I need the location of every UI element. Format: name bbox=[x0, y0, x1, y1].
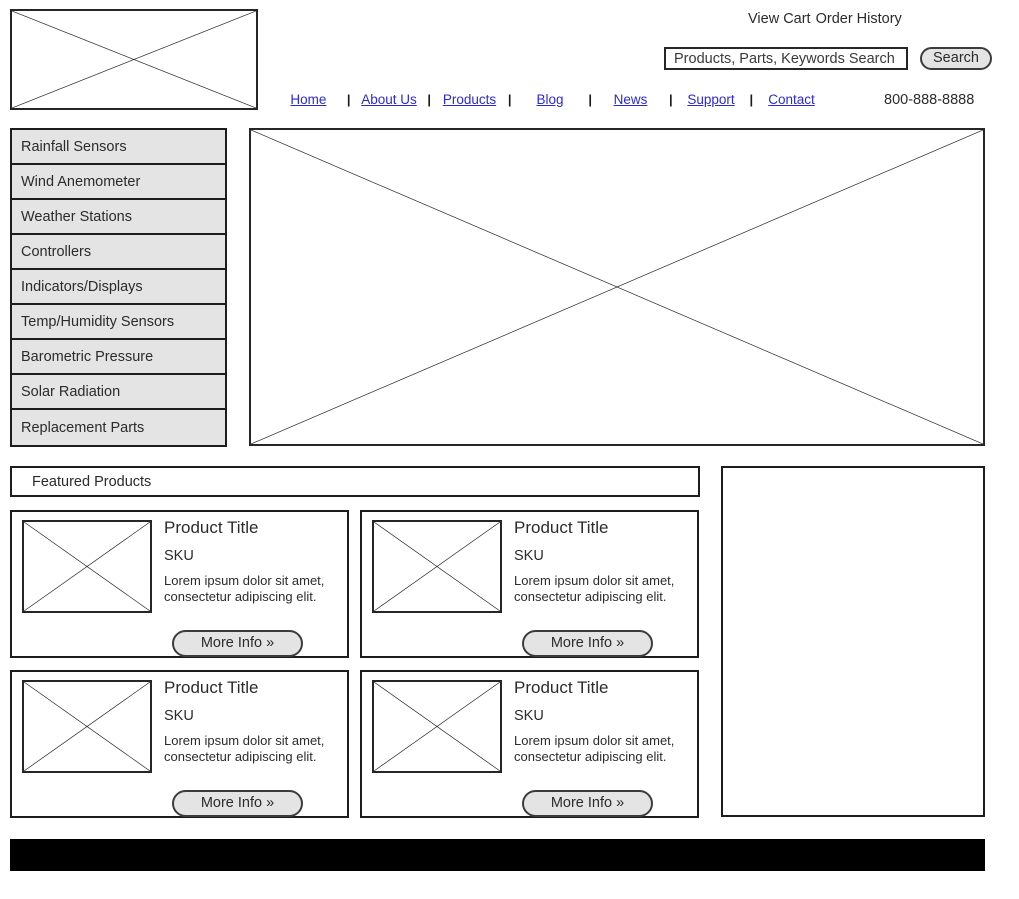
nav-item-about-us[interactable]: About Us bbox=[361, 92, 417, 107]
main-navigation: Home | About Us | Products | Blog | News… bbox=[270, 92, 830, 107]
more-info-button[interactable]: More Info » bbox=[172, 630, 303, 657]
search-area: Search bbox=[664, 47, 992, 70]
nav-cell: Home bbox=[270, 92, 347, 107]
placeholder-cross-icon bbox=[374, 522, 500, 611]
product-sku: SKU bbox=[164, 548, 194, 565]
placeholder-cross-icon bbox=[12, 11, 256, 108]
product-title: Product Title bbox=[164, 678, 259, 697]
product-title: Product Title bbox=[514, 518, 609, 537]
nav-cell: Contact bbox=[753, 92, 830, 107]
product-sku: SKU bbox=[514, 548, 544, 565]
nav-separator: | bbox=[507, 92, 512, 107]
product-image-placeholder[interactable] bbox=[372, 680, 502, 773]
search-input[interactable] bbox=[664, 47, 908, 70]
nav-item-contact[interactable]: Contact bbox=[768, 92, 815, 107]
product-description: Lorem ipsum dolor sit amet, consectetur … bbox=[514, 573, 675, 604]
product-card[interactable]: Product Title SKU Lorem ipsum dolor sit … bbox=[360, 670, 699, 818]
placeholder-cross-icon bbox=[251, 130, 983, 444]
search-button[interactable]: Search bbox=[920, 47, 992, 70]
more-info-button[interactable]: More Info » bbox=[522, 630, 653, 657]
nav-item-home[interactable]: Home bbox=[290, 92, 327, 107]
sidebar-item-replacement-parts[interactable]: Replacement Parts bbox=[12, 410, 225, 445]
nav-separator: | bbox=[588, 92, 593, 107]
more-info-button[interactable]: More Info » bbox=[172, 790, 303, 817]
nav-cell: Blog bbox=[512, 92, 589, 107]
nav-separator: | bbox=[427, 92, 432, 107]
placeholder-cross-icon bbox=[24, 522, 150, 611]
product-sku: SKU bbox=[514, 708, 544, 725]
nav-separator: | bbox=[668, 92, 673, 107]
nav-separator: | bbox=[749, 92, 754, 107]
nav-item-products[interactable]: Products bbox=[442, 92, 497, 107]
product-title: Product Title bbox=[514, 678, 609, 697]
sidebar-item-solar-radiation[interactable]: Solar Radiation bbox=[12, 375, 225, 410]
nav-cell: Products bbox=[431, 92, 508, 107]
logo-placeholder[interactable] bbox=[10, 9, 258, 110]
product-description: Lorem ipsum dolor sit amet, consectetur … bbox=[164, 573, 325, 604]
product-sku: SKU bbox=[164, 708, 194, 725]
order-history-link[interactable]: Order History bbox=[815, 11, 902, 27]
product-info: Product Title SKU Lorem ipsum dolor sit … bbox=[514, 678, 689, 765]
product-image-placeholder[interactable] bbox=[22, 520, 152, 613]
sidebar-item-rainfall-sensors[interactable]: Rainfall Sensors bbox=[12, 130, 225, 165]
nav-item-news[interactable]: News bbox=[613, 92, 648, 107]
view-cart-link[interactable]: View Cart bbox=[748, 11, 811, 27]
product-image-placeholder[interactable] bbox=[22, 680, 152, 773]
placeholder-cross-icon bbox=[24, 682, 150, 771]
sidebar-item-indicators-displays[interactable]: Indicators/Displays bbox=[12, 270, 225, 305]
product-info: Product Title SKU Lorem ipsum dolor sit … bbox=[164, 678, 339, 765]
sidebar-item-wind-anemometer[interactable]: Wind Anemometer bbox=[12, 165, 225, 200]
hero-banner-placeholder[interactable] bbox=[249, 128, 985, 446]
product-info: Product Title SKU Lorem ipsum dolor sit … bbox=[164, 518, 339, 605]
nav-separator: | bbox=[346, 92, 351, 107]
featured-products-heading: Featured Products bbox=[10, 466, 700, 497]
sidebar-item-barometric-pressure[interactable]: Barometric Pressure bbox=[12, 340, 225, 375]
nav-item-support[interactable]: Support bbox=[687, 92, 735, 107]
product-card[interactable]: Product Title SKU Lorem ipsum dolor sit … bbox=[10, 670, 349, 818]
footer-bar bbox=[10, 839, 985, 871]
product-description: Lorem ipsum dolor sit amet, consectetur … bbox=[164, 733, 325, 764]
sidebar-item-temp-humidity-sensors[interactable]: Temp/Humidity Sensors bbox=[12, 305, 225, 340]
sidebar-item-weather-stations[interactable]: Weather Stations bbox=[12, 200, 225, 235]
category-sidebar: Rainfall Sensors Wind Anemometer Weather… bbox=[10, 128, 227, 447]
product-card[interactable]: Product Title SKU Lorem ipsum dolor sit … bbox=[360, 510, 699, 658]
promo-panel[interactable] bbox=[721, 466, 985, 817]
product-title: Product Title bbox=[164, 518, 259, 537]
product-info: Product Title SKU Lorem ipsum dolor sit … bbox=[514, 518, 689, 605]
product-card[interactable]: Product Title SKU Lorem ipsum dolor sit … bbox=[10, 510, 349, 658]
product-description: Lorem ipsum dolor sit amet, consectetur … bbox=[514, 733, 675, 764]
featured-products-label: Featured Products bbox=[32, 473, 152, 490]
nav-cell: Support bbox=[673, 92, 750, 107]
more-info-button[interactable]: More Info » bbox=[522, 790, 653, 817]
placeholder-cross-icon bbox=[374, 682, 500, 771]
nav-cell: News bbox=[592, 92, 669, 107]
nav-item-blog[interactable]: Blog bbox=[536, 92, 564, 107]
product-image-placeholder[interactable] bbox=[372, 520, 502, 613]
nav-cell: About Us bbox=[351, 92, 428, 107]
sidebar-item-controllers[interactable]: Controllers bbox=[12, 235, 225, 270]
phone-number: 800-888-8888 bbox=[884, 92, 975, 108]
